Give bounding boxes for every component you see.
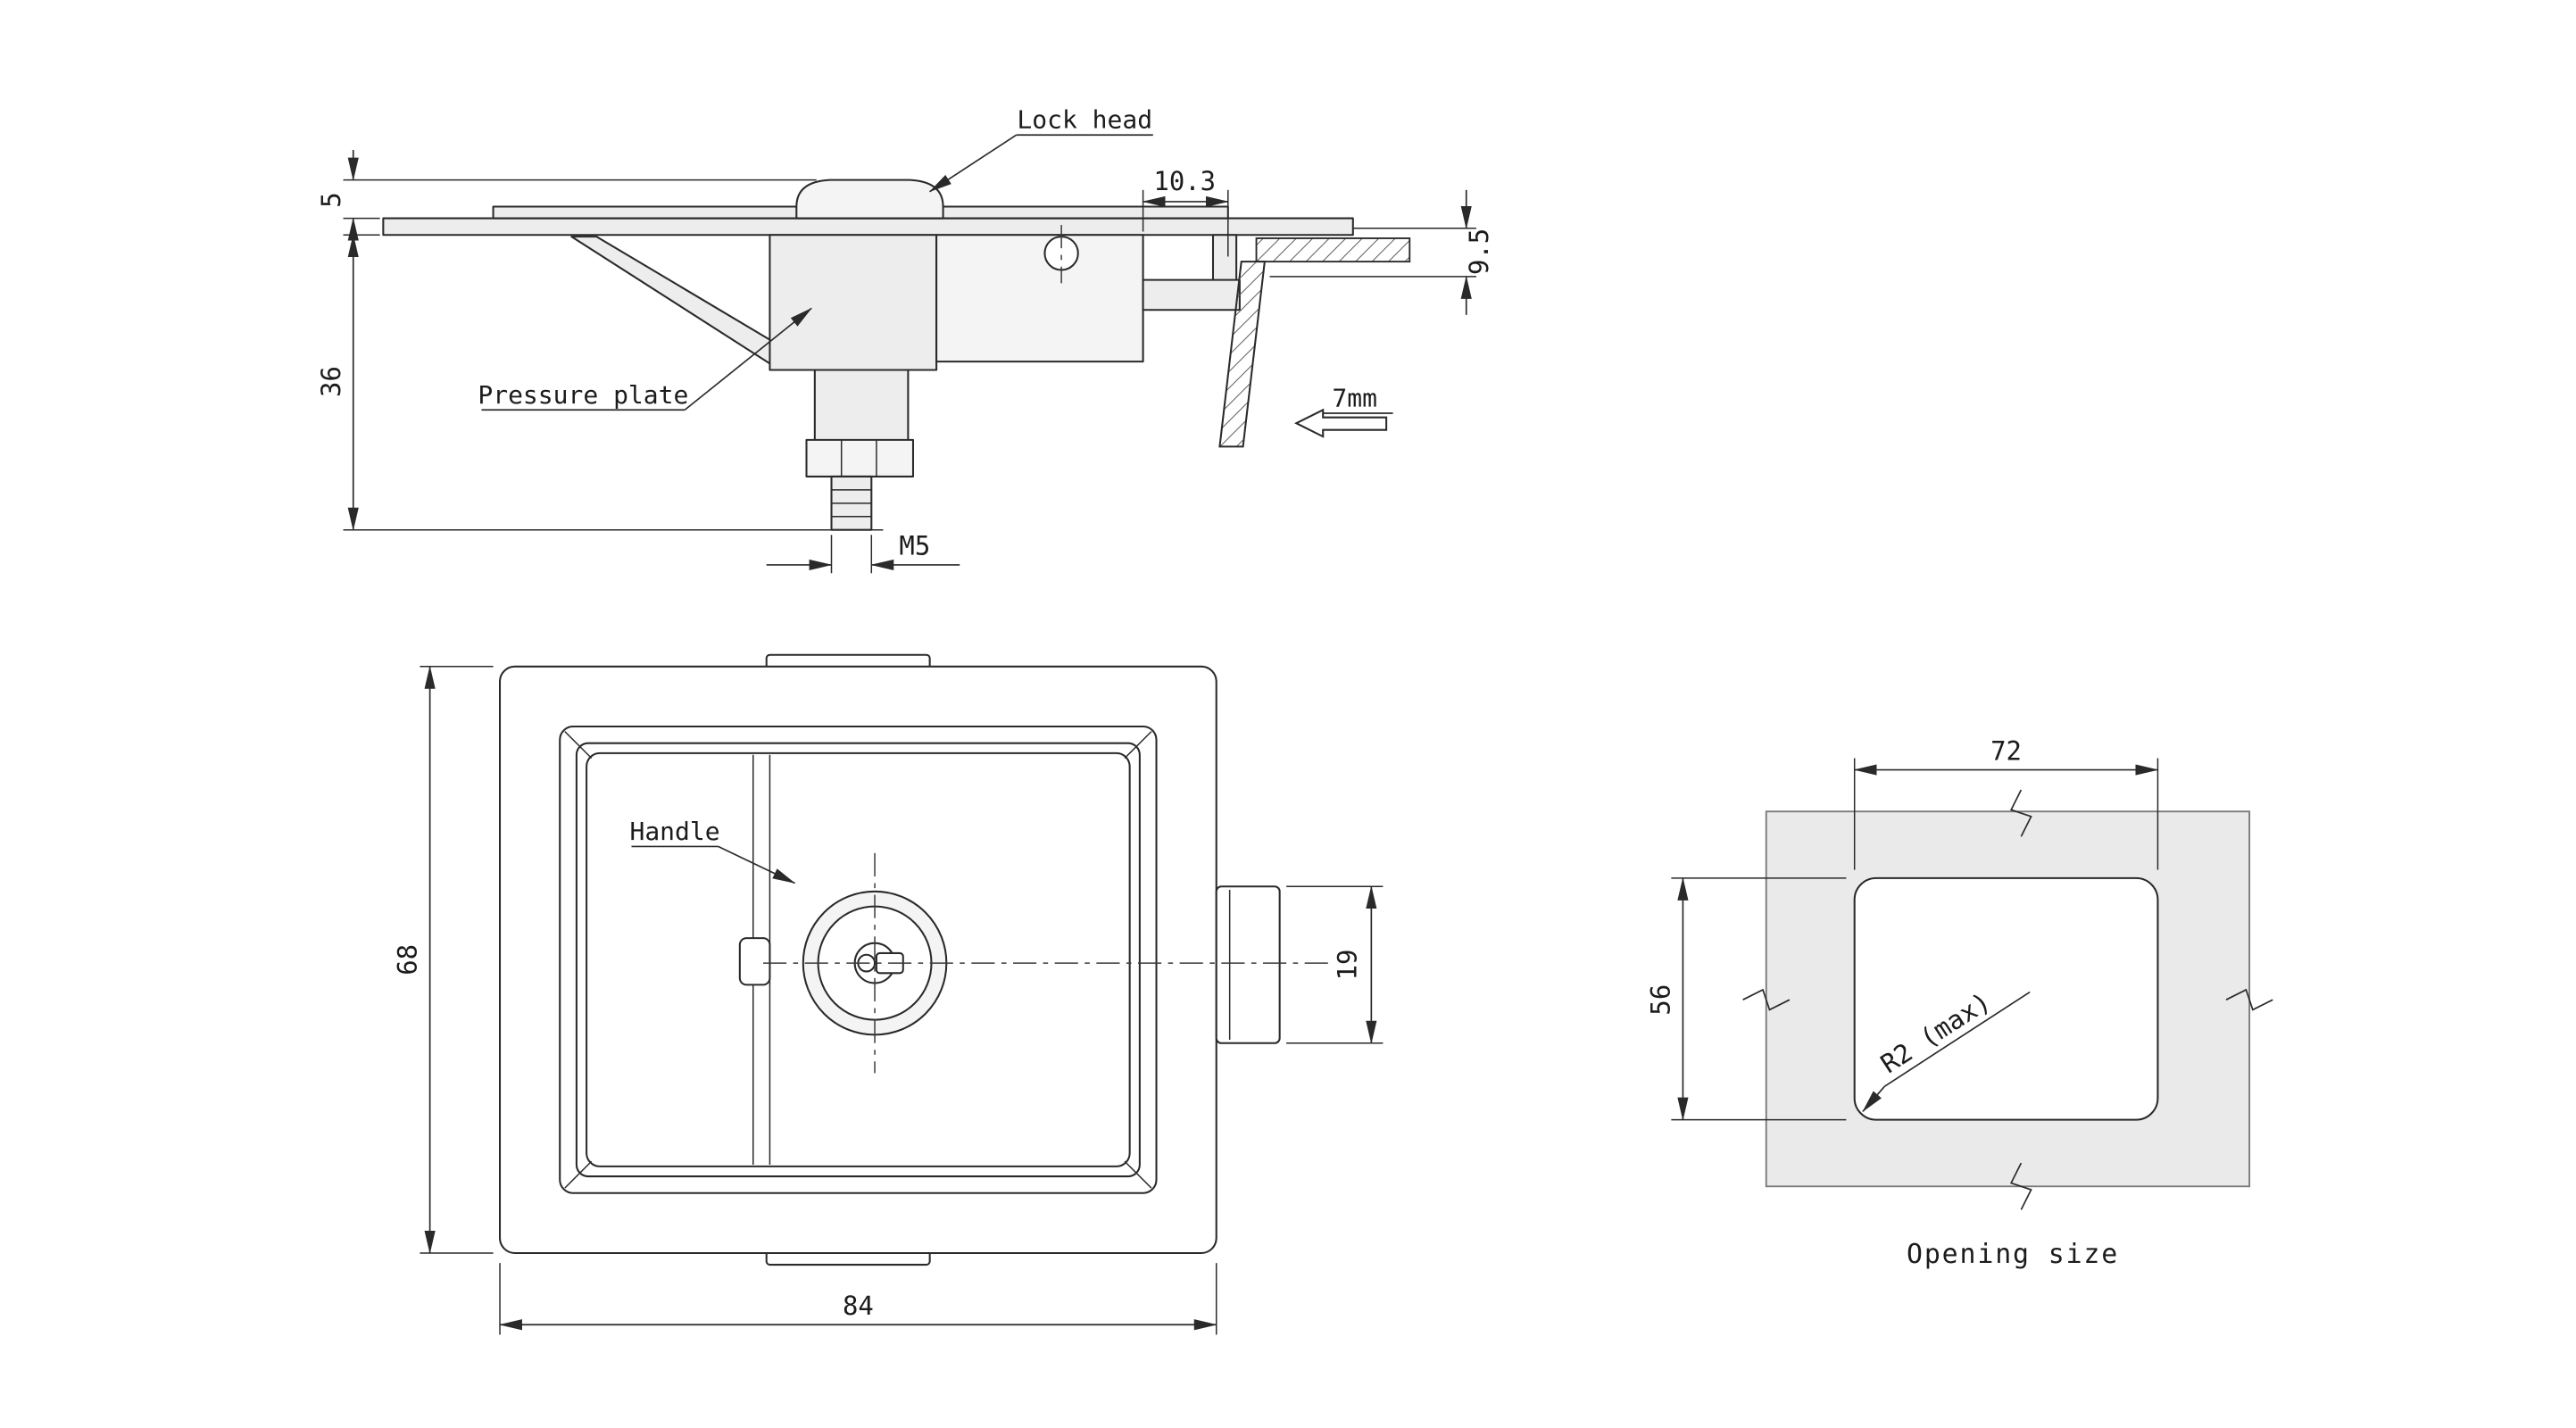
opening-view: 72 56 R2 (max) Opening size bbox=[1645, 735, 2273, 1270]
dim-offset: 10.3 bbox=[1142, 166, 1229, 257]
opening-size-caption: Opening size bbox=[1907, 1239, 2119, 1270]
svg-text:56: 56 bbox=[1645, 984, 1675, 1016]
svg-text:7mm: 7mm bbox=[1332, 384, 1377, 413]
dim-width: 84 bbox=[498, 1263, 1217, 1335]
svg-text:10.3: 10.3 bbox=[1153, 166, 1216, 196]
lock-head-leader bbox=[928, 134, 1018, 193]
svg-text:72: 72 bbox=[1990, 735, 2022, 766]
flange-plate bbox=[382, 217, 1354, 237]
svg-text:84: 84 bbox=[843, 1291, 874, 1321]
dim-thread: M5 bbox=[766, 531, 960, 574]
dim-body-depth: 36 bbox=[316, 234, 884, 531]
hex-nut bbox=[805, 438, 915, 477]
pressure-plate-label: Pressure plate bbox=[478, 380, 688, 410]
latch-tab bbox=[1215, 885, 1281, 1044]
dim-lip-height: 5 bbox=[316, 150, 817, 249]
pan-rim-inner bbox=[575, 742, 1141, 1178]
front-view: Handle 68 84 19 bbox=[393, 653, 1384, 1335]
break-mark-top-icon bbox=[2009, 789, 2032, 837]
dim-tab-height: 19 bbox=[1286, 885, 1384, 1044]
handle-grip-notch bbox=[738, 937, 771, 986]
travel-arrow-icon bbox=[1294, 408, 1388, 438]
pan-rim-outer bbox=[559, 725, 1158, 1194]
break-mark-bottom-icon bbox=[2009, 1162, 2032, 1210]
latch-housing bbox=[935, 234, 1144, 363]
pressure-plate-arm bbox=[570, 236, 800, 371]
travel-callout: 7mm bbox=[1294, 384, 1393, 438]
latch-arm bbox=[1142, 278, 1241, 311]
svg-text:19: 19 bbox=[1333, 950, 1363, 981]
pressure-plate-leader bbox=[684, 307, 812, 411]
lower-stem bbox=[813, 369, 910, 444]
opening-cutout bbox=[1853, 876, 2159, 1121]
mounting-panel-section bbox=[1255, 237, 1411, 263]
svg-text:5: 5 bbox=[316, 192, 346, 207]
lock-head-dome bbox=[795, 178, 944, 220]
break-mark-left-icon bbox=[1742, 988, 1791, 1011]
key-cylinder bbox=[802, 890, 948, 1036]
dim-opening-width: 72 bbox=[1853, 735, 2159, 870]
handle-leader bbox=[718, 845, 796, 884]
svg-text:36: 36 bbox=[316, 366, 346, 397]
dim-grip: 9.5 bbox=[1269, 189, 1494, 315]
dim-opening-height: 56 bbox=[1645, 876, 1847, 1121]
lock-head-label: Lock head bbox=[1017, 105, 1152, 135]
lock-body bbox=[769, 234, 938, 371]
dim-height: 68 bbox=[393, 665, 494, 1255]
handle-label: Handle bbox=[629, 817, 719, 846]
svg-text:68: 68 bbox=[393, 944, 423, 976]
side-view: Lock head Pressure plate 5 36 10.3 bbox=[316, 105, 1494, 574]
break-mark-right-icon bbox=[2225, 988, 2273, 1011]
svg-text:M5: M5 bbox=[899, 531, 930, 561]
svg-text:9.5: 9.5 bbox=[1464, 228, 1494, 275]
